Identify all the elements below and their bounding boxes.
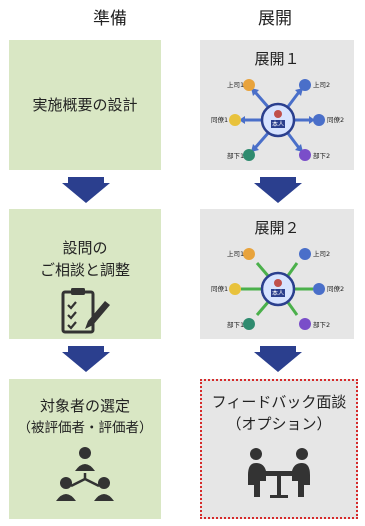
diagram-sub2: 部下2 (313, 151, 330, 160)
feedback-diagram-blue: 本人 上司1 上司2 同僚1 同僚2 部下1 部下2 (211, 79, 344, 161)
left-step-3-line2: （被評価者・評価者） (17, 420, 153, 436)
diagram-peer1: 同僚1 (211, 115, 228, 124)
left-column-title: 準備 (93, 9, 127, 29)
diagram2-boss2: 上司2 (313, 249, 330, 258)
left-step-2-line1: 設問の (62, 239, 108, 257)
right-step-2-title: 展開２ (254, 219, 300, 237)
left-step-3: 対象者の選定 （被評価者・評価者） (9, 379, 161, 519)
diagram2-peer2: 同僚2 (327, 284, 344, 293)
diagram-boss2: 上司2 (313, 80, 330, 89)
right-step-1: 展開１ 本人 上司1 上司2 同僚1 (200, 40, 354, 170)
diagram-self-label-2: 本人 (272, 289, 284, 297)
right-step-1-title: 展開１ (254, 50, 300, 68)
right-step-2: 展開２ 本人 上司1 上司2 同僚1 (200, 209, 354, 339)
people-network-icon (56, 445, 114, 501)
left-step-3-line1: 対象者の選定 (39, 397, 130, 415)
clipboard-icon (59, 287, 111, 335)
diagram2-sub2: 部下2 (313, 320, 330, 329)
left-step-1: 実施概要の設計 (9, 40, 161, 170)
right-step-3-line1: フィードバック面談 (211, 393, 347, 411)
diagram2-peer1: 同僚1 (211, 284, 228, 293)
feedback-diagram-green: 本人 上司1 上司2 同僚1 同僚2 部下1 部下2 (211, 248, 344, 330)
meeting-icon (244, 445, 314, 499)
diagram2-boss1: 上司1 (227, 249, 244, 258)
diagram-sub1: 部下1 (227, 151, 244, 160)
down-arrow-left-1 (62, 177, 110, 203)
down-arrow-right-2 (254, 346, 302, 372)
right-step-3-line2: （オプション） (226, 415, 332, 433)
diagram2-sub1: 部下1 (227, 320, 244, 329)
diagram-peer2: 同僚2 (327, 115, 344, 124)
left-step-2: 設問の ご相談と調整 (9, 209, 161, 339)
right-step-3: フィードバック面談 （オプション） (200, 379, 358, 519)
right-column-title: 展開 (258, 9, 292, 29)
diagram-self-label: 本人 (272, 120, 284, 128)
diagram-boss1: 上司1 (227, 80, 244, 89)
down-arrow-left-2 (62, 346, 110, 372)
left-step-2-line2: ご相談と調整 (39, 261, 130, 279)
down-arrow-right-1 (254, 177, 302, 203)
left-step-1-label: 実施概要の設計 (32, 96, 138, 114)
